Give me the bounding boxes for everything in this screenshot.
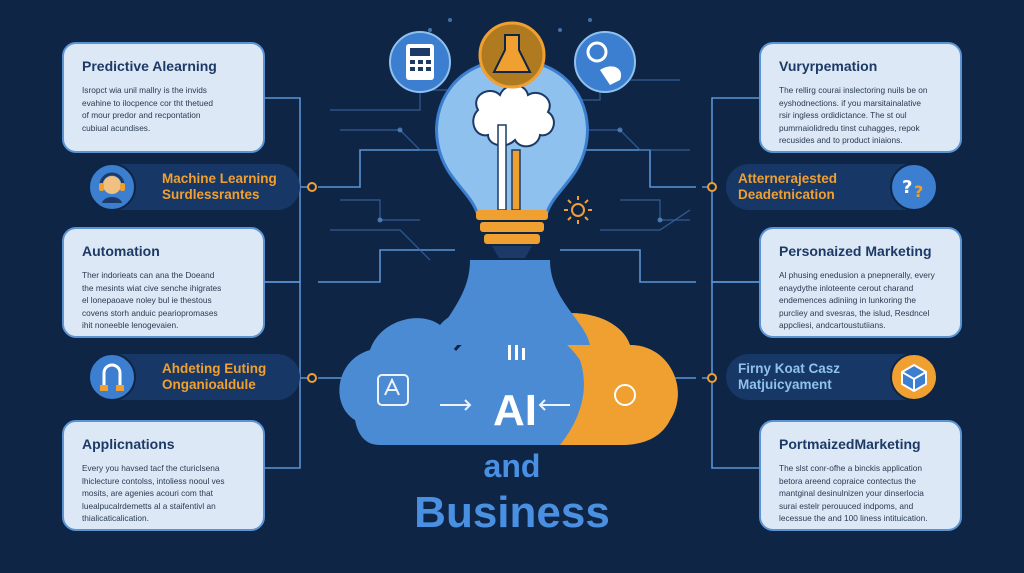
card-personalized-marketing: Personaized Marketing Al phusing enedusi… [759, 227, 962, 338]
calculator-icon [389, 31, 451, 93]
cloud-icon [339, 305, 678, 445]
connector-dot [707, 182, 717, 192]
card-body: Ther indorieats can ana the Doeand the m… [82, 270, 222, 330]
sun-icon [564, 196, 592, 224]
pill-label: Onganioaldule [162, 377, 256, 392]
card-title: Predictive Alearning [82, 58, 217, 74]
card-body: Al phusing enedusion a pnepnerally, ever… [779, 270, 935, 330]
pill-machine-learning: Machine Learning Surdlessrantes [88, 163, 300, 211]
card-body: Isropct wia unil mallry is the invids ev… [82, 85, 213, 133]
pill-label: Atternerajested [738, 171, 838, 186]
card-vuryrpemation: Vuryrpemation The rellirg courai inslect… [759, 42, 962, 153]
pill-label: Matjuicyament [738, 377, 832, 392]
card-body: The rellirg courai inslectoring nuils be… [779, 85, 928, 145]
robot-arm-icon [88, 353, 136, 401]
card-portmaized-marketing: PortmaizedMarketing The slst conr-ofhe a… [759, 420, 962, 531]
connector-dot [307, 373, 317, 383]
connector-dot [707, 373, 717, 383]
pill-label: Machine Learning [162, 171, 277, 186]
pill-ahdeting-euting: Ahdeting Euting Onganioaldule [88, 353, 300, 401]
center-title-ai: AI [493, 386, 537, 435]
center-title-and: and [483, 448, 541, 484]
card-title: Automation [82, 243, 160, 259]
card-body: Every you havsed tacf the cturiclsena lh… [82, 463, 225, 523]
card-title: PortmaizedMarketing [779, 436, 921, 452]
pill-label: Firny Koat Casz [738, 361, 841, 376]
card-title: Personaized Marketing [779, 243, 932, 259]
lightbulb-brain-icon [435, 58, 589, 258]
card-title: Applicnations [82, 436, 175, 452]
gear-speech-icon [574, 31, 636, 93]
center-title-business: Business [414, 488, 610, 537]
pill-atternerajested: Atternerajested Deadetnication ?? [726, 163, 938, 211]
connector-dot [307, 182, 317, 192]
flask-icon [478, 21, 546, 89]
question-marks-icon: ?? [890, 163, 938, 211]
card-applications: Applicnations Every you havsed tacf the … [62, 420, 265, 531]
card-predictive-learning: Predictive Alearning Isropct wia unil ma… [62, 42, 265, 153]
pill-label: Ahdeting Euting [162, 361, 267, 376]
card-automation: Automation Ther indorieats can ana the D… [62, 227, 265, 338]
svg-text:?: ? [914, 182, 923, 201]
card-title: Vuryrpemation [779, 58, 878, 74]
cube-icon [890, 353, 938, 401]
person-headset-icon [88, 163, 136, 211]
card-body: The slst conr-ofhe a binckis application… [779, 463, 928, 523]
pill-label: Surdlessrantes [162, 187, 260, 202]
pill-firny-koat: Firny Koat Casz Matjuicyament [726, 353, 938, 401]
pill-label: Deadetnication [738, 187, 835, 202]
svg-text:?: ? [902, 177, 912, 198]
